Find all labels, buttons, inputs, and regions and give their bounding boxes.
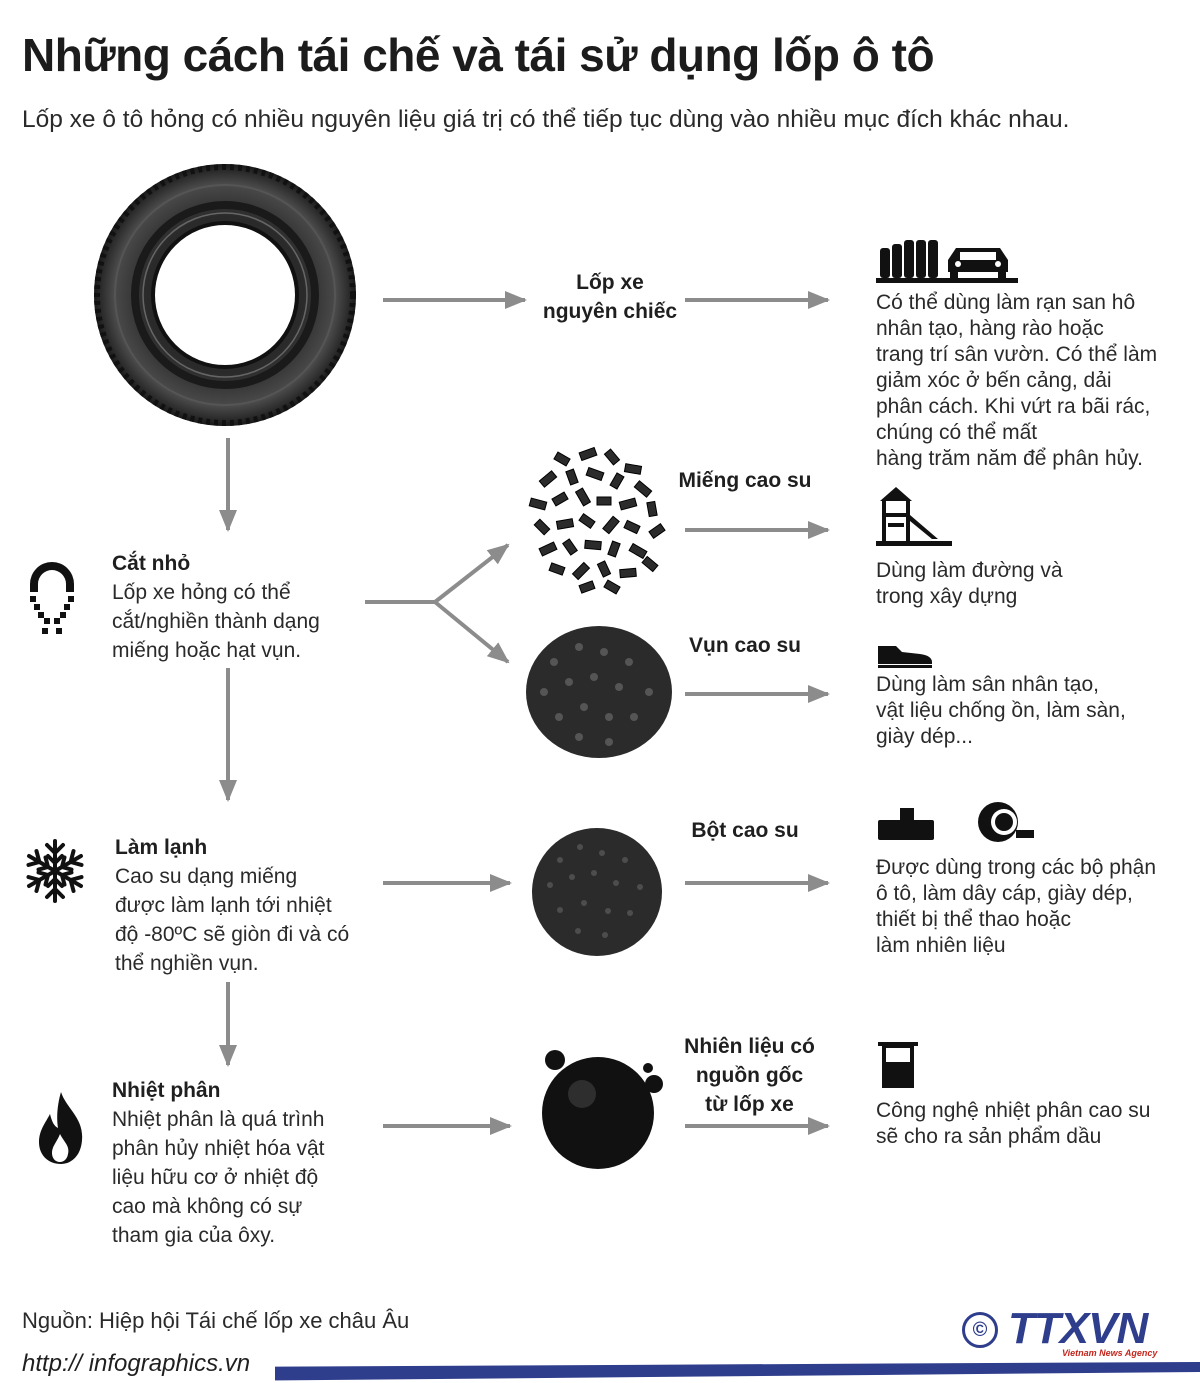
product-label-powder: Bột cao su [691,819,799,842]
step-title: Cắt nhỏ [112,552,191,575]
product-label-crumbs: Vụn cao su [688,634,802,657]
cut-icon [30,562,74,634]
step-cool: Làm lạnh Cao su dạng miếng được làm lạnh… [115,836,375,978]
fuel-illustration [542,1050,663,1169]
step-desc: Cao su dạng miếng được làm lạnh tới nhiệ… [115,865,350,975]
copyright-symbol: © [962,1312,998,1348]
step-pyrolysis: Nhiệt phân Nhiệt phân là quá trình phân … [112,1079,372,1250]
brand-subtitle: Vietnam News Agency [1062,1348,1158,1358]
footer-url[interactable]: http:// infographics.vn [22,1350,251,1377]
tire-illustration [94,164,356,426]
page-subtitle: Lốp xe ô tô hỏng có nhiều nguyên liệu gi… [22,106,1070,133]
step-desc: Lốp xe hỏng có thể cắt/nghiền thành dạng… [112,581,320,662]
use-whole-tire: Có thể dùng làm rạn san hô nhân tạo, hàn… [876,291,1158,470]
product-label-fuel: Nhiên liệu có nguồn gốc từ lốp xe [684,1035,815,1116]
rubber-powder-illustration [532,828,662,956]
footer-bar [0,1354,1200,1383]
brand-logo: TTXVN [1008,1304,1148,1353]
rubber-pieces-illustration [528,446,666,595]
step-title: Nhiệt phân [112,1079,221,1102]
playground-icon [876,487,952,546]
step-title: Làm lạnh [115,836,208,859]
source-note: Nguồn: Hiệp hội Tái chế lốp xe châu Âu [22,1308,410,1333]
use-crumbs: Dùng làm sân nhân tạo, vật liệu chống ồn… [876,673,1126,748]
use-pieces: Dùng làm đường và trong xây dựng [876,559,1063,608]
product-label-whole-tire: Lốp xe nguyên chiếc [542,271,678,323]
page-title: Những cách tái chế và tái sử dụng lốp ô … [22,29,935,81]
step-desc: Nhiệt phân là quá trình phân hủy nhiệt h… [112,1108,325,1247]
use-powder: Được dùng trong các bộ phận ô tô, làm dâ… [876,856,1157,957]
step-cut: Cắt nhỏ Lốp xe hỏng có thể cắt/nghiền th… [112,552,372,665]
product-label-pieces: Miếng cao su [678,469,812,492]
use-fuel: Công nghệ nhiệt phân cao su sẽ cho ra sả… [876,1099,1151,1148]
rubber-crumbs-illustration [526,626,672,758]
cable-icon [878,802,1034,842]
shoe-icon [878,646,932,668]
snowflake-icon [23,839,87,903]
flame-icon [39,1092,83,1164]
tire-wall-car-icon [876,240,1018,283]
beaker-icon [878,1042,918,1088]
